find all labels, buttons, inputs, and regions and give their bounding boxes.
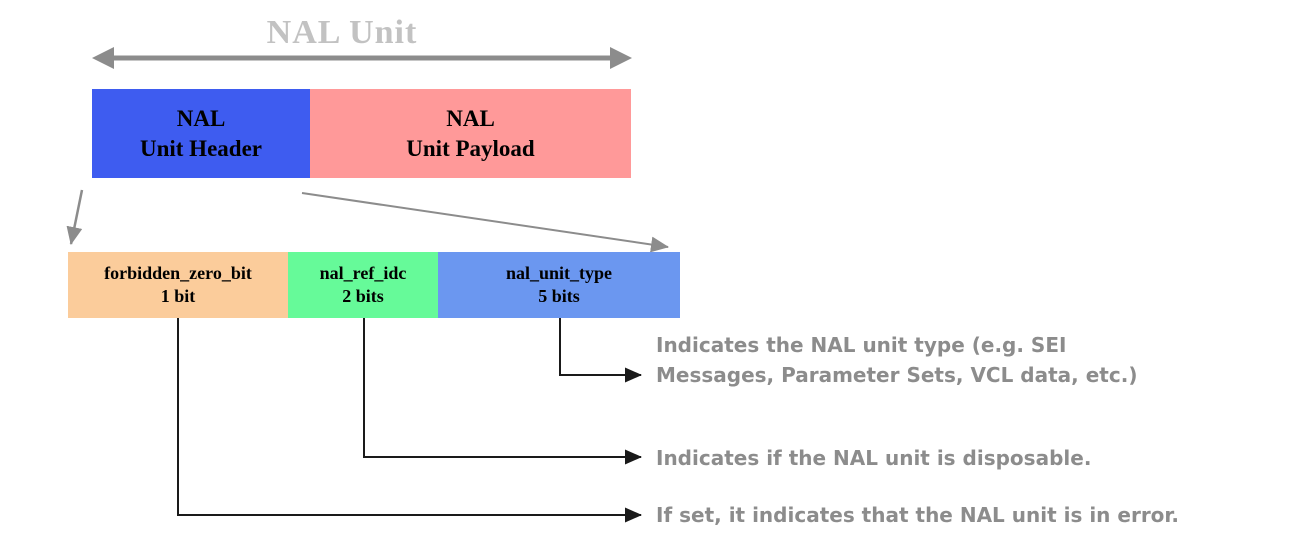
nal-unit-payload-label-line2: Unit Payload bbox=[406, 135, 535, 161]
field-size: 2 bits bbox=[342, 286, 384, 306]
field-nal-ref-idc-box: nal_ref_idc 2 bits bbox=[288, 252, 438, 318]
header-expand-left-arrow bbox=[66, 189, 84, 245]
field-forbidden-zero-bit-box: forbidden_zero_bit 1 bit bbox=[68, 252, 288, 318]
nal-unit-payload-box: NAL Unit Payload bbox=[310, 89, 631, 178]
field-size: 5 bits bbox=[538, 286, 580, 306]
field-size: 1 bit bbox=[160, 286, 196, 306]
annotation-line: If set, it indicates that the NAL unit i… bbox=[656, 503, 1180, 527]
arrow-right-head bbox=[610, 47, 632, 69]
annotation-nal-unit-type: Indicates the NAL unit type (e.g. SEI Me… bbox=[656, 330, 1137, 390]
nal-unit-header-label-line1: NAL bbox=[176, 105, 226, 131]
annotation-forbidden-zero-bit: If set, it indicates that the NAL unit i… bbox=[656, 502, 1179, 528]
connector-nal-ref-idc bbox=[363, 318, 642, 465]
nal-unit-header-label-line2: Unit Header bbox=[139, 135, 262, 161]
nal-unit-header-box: NAL Unit Header bbox=[92, 89, 310, 178]
nal-unit-payload-label-line1: NAL bbox=[446, 105, 495, 131]
annotation-nal-ref-idc: Indicates if the NAL unit is disposable. bbox=[656, 445, 1091, 471]
connector-nal-unit-type bbox=[559, 318, 642, 383]
field-name: forbidden_zero_bit bbox=[104, 263, 252, 283]
field-name: nal_ref_idc bbox=[319, 263, 407, 283]
field-nal-unit-type-box: nal_unit_type 5 bits bbox=[438, 252, 680, 318]
annotation-line: Indicates if the NAL unit is disposable. bbox=[656, 446, 1092, 470]
connector-forbidden-zero-bit bbox=[177, 318, 642, 523]
field-name: nal_unit_type bbox=[505, 263, 613, 283]
annotation-line: Messages, Parameter Sets, VCL data, etc.… bbox=[656, 363, 1138, 387]
arrow-left-head bbox=[92, 47, 114, 69]
diagram-title: NAL Unit bbox=[266, 14, 418, 51]
header-expand-right-arrow bbox=[301, 192, 669, 253]
annotation-line: Indicates the NAL unit type (e.g. SEI bbox=[656, 333, 1067, 357]
